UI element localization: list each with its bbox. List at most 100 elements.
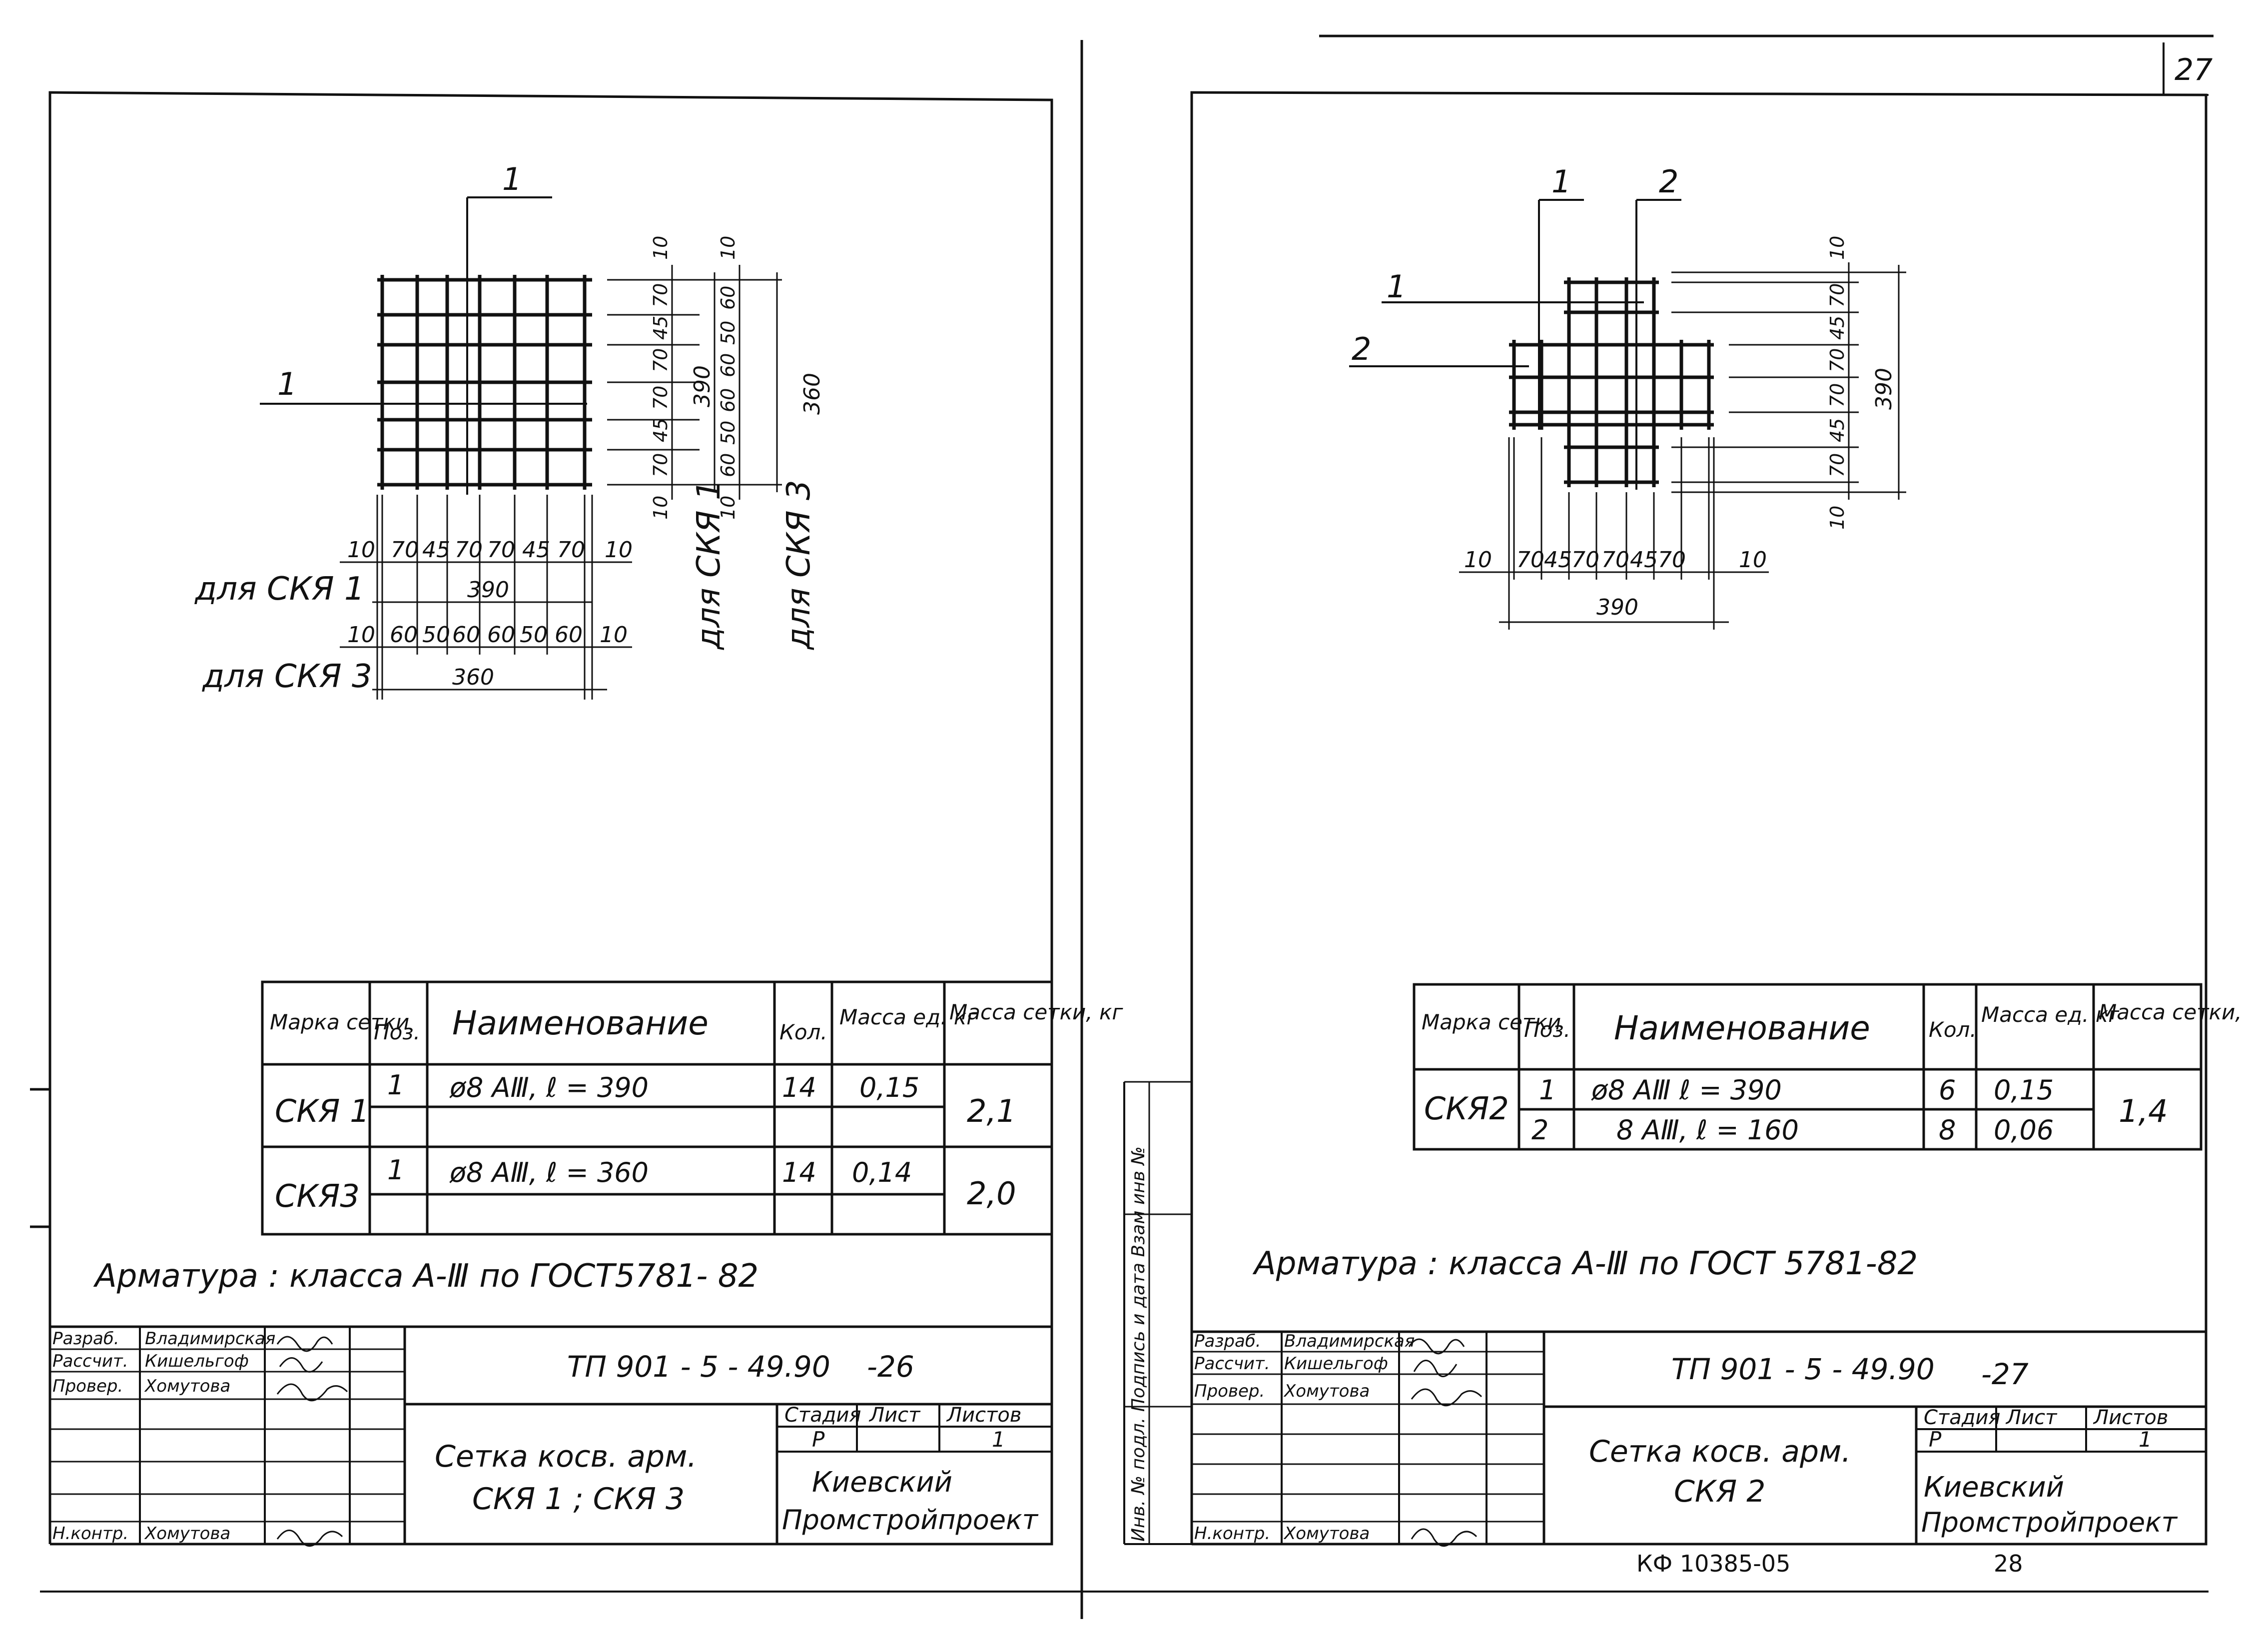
- svg-text:8 AⅢ, ℓ = 160: 8 AⅢ, ℓ = 160: [1616, 1114, 1799, 1146]
- svg-text:Р: Р: [812, 1427, 825, 1452]
- svg-text:2,1: 2,1: [967, 1093, 1016, 1129]
- svg-text:Р: Р: [1929, 1427, 1942, 1452]
- left-spec-table: [261, 980, 1053, 1236]
- svg-text:45: 45: [522, 537, 550, 563]
- svg-text:10: 10: [1826, 506, 1848, 530]
- left-sheet: 1 1 10 70 45 70 70 45 70 10: [30, 91, 1123, 1547]
- svg-text:Стадия: Стадия: [784, 1404, 861, 1427]
- svg-text:0,15: 0,15: [1994, 1074, 2054, 1106]
- svg-text:Лист: Лист: [868, 1404, 921, 1427]
- svg-text:Промстройпроект: Промстройпроект: [782, 1504, 1039, 1536]
- left-tb-title2: СКЯ 1 ; СКЯ 3: [472, 1482, 685, 1517]
- svg-text:Киевский: Киевский: [1924, 1471, 2064, 1504]
- right-note: Арматура : класса А-Ⅲ по ГОСТ 5781-82: [1252, 1245, 1918, 1282]
- right-dims-h: 10 70 45 70 70 45 70 10: [1464, 547, 1767, 573]
- svg-text:6: 6: [1939, 1074, 1956, 1106]
- left-note: Арматура : класса А-Ⅲ по ГОСТ5781- 82: [93, 1258, 758, 1295]
- svg-text:10: 10: [650, 496, 672, 520]
- svg-text:Хомутова: Хомутова: [1283, 1524, 1370, 1544]
- svg-text:45: 45: [1826, 418, 1848, 442]
- svg-text:Провер.: Провер.: [52, 1376, 123, 1396]
- right-title-block: [1192, 1330, 2206, 1547]
- bottom-code: КФ 10385-05: [1636, 1550, 1790, 1577]
- svg-text:Н.контр.: Н.контр.: [1194, 1524, 1270, 1544]
- mesh-2: [1509, 277, 1714, 487]
- svg-text:1: 1: [2139, 1427, 2152, 1452]
- page-frame-lines: [40, 34, 2214, 1619]
- right-spec-table: [1413, 983, 2203, 1151]
- left-total-360: 360: [452, 665, 494, 690]
- right-table-row-1: 1 ø8 AⅢ ℓ = 390 6 0,15: [1539, 1074, 2054, 1106]
- svg-text:Провер.: Провер.: [1194, 1381, 1265, 1401]
- left-total-390: 390: [467, 577, 509, 603]
- svg-text:Рассчит.: Рассчит.: [52, 1351, 128, 1371]
- svg-text:45: 45: [650, 418, 672, 442]
- svg-text:8: 8: [1939, 1114, 1956, 1146]
- left-title-block: [50, 1325, 1052, 1547]
- svg-text:Н.контр.: Н.контр.: [52, 1524, 128, 1544]
- left-section-mark-side: 1: [277, 366, 297, 402]
- svg-text:10: 10: [650, 236, 672, 260]
- svg-text:Листов: Листов: [946, 1404, 1021, 1427]
- left-table-headers: Марка сетки Поз. Наименование Кол. Масса…: [270, 1000, 1123, 1044]
- left-dims-v1: 10 70 45 70 70 45 70 10: [650, 236, 672, 520]
- svg-text:Листов: Листов: [2093, 1406, 2168, 1429]
- svg-text:50: 50: [520, 622, 548, 648]
- svg-text:60: 60: [555, 622, 583, 648]
- svg-text:0,15: 0,15: [859, 1072, 919, 1103]
- svg-text:50: 50: [422, 622, 450, 648]
- svg-text:Лист: Лист: [2005, 1406, 2058, 1429]
- left-table-row-1: СКЯ 1 1 ø8 AⅢ, ℓ = 390 14 0,15 2,1: [275, 1069, 1016, 1129]
- svg-text:45: 45: [1544, 547, 1572, 573]
- svg-text:70: 70: [650, 453, 672, 477]
- left-caption-1: для СКЯ 1: [194, 571, 365, 608]
- svg-text:СКЯ 1: СКЯ 1: [275, 1093, 370, 1129]
- left-bottom-dims-h: 10 60 50 60 60 50 60 10: [347, 622, 628, 648]
- svg-text:ø8 AⅢ ℓ = 390: ø8 AⅢ ℓ = 390: [1591, 1074, 1782, 1106]
- svg-text:70: 70: [650, 283, 672, 307]
- svg-text:2,0: 2,0: [967, 1175, 1016, 1212]
- svg-text:1: 1: [1539, 1074, 1556, 1106]
- right-table-row-2: 2 8 AⅢ, ℓ = 160 8 0,06: [1531, 1114, 2054, 1146]
- svg-text:10: 10: [717, 236, 739, 260]
- svg-text:10: 10: [605, 537, 633, 563]
- left-section-mark-top: 1: [502, 161, 522, 197]
- svg-text:70: 70: [1571, 547, 1599, 573]
- right-tb-title2: СКЯ 2: [1674, 1474, 1765, 1509]
- svg-text:60: 60: [717, 353, 739, 377]
- right-tb-title1: Сетка косв. арм.: [1589, 1434, 1851, 1469]
- svg-text:1: 1: [387, 1154, 404, 1186]
- svg-text:Наименование: Наименование: [452, 1004, 709, 1042]
- svg-text:45: 45: [422, 537, 450, 563]
- left-caption-3: для СКЯ 3: [202, 658, 372, 695]
- svg-text:ø8 AⅢ, ℓ = 360: ø8 AⅢ, ℓ = 360: [449, 1157, 649, 1188]
- right-mark-2-top: 2: [1659, 163, 1678, 200]
- left-vcaption-1: для СКЯ 1: [691, 480, 728, 650]
- svg-text:Хомутова: Хомутова: [144, 1524, 230, 1544]
- right-total-v: 390: [1871, 368, 1897, 410]
- left-total-v1: 390: [690, 365, 715, 407]
- svg-text:Кишельгоф: Кишельгоф: [145, 1351, 249, 1371]
- svg-text:Поз.: Поз.: [374, 1020, 420, 1044]
- svg-text:10: 10: [347, 537, 375, 563]
- svg-text:0,14: 0,14: [852, 1157, 912, 1188]
- right-table-mark: СКЯ2: [1424, 1090, 1509, 1127]
- svg-text:0,06: 0,06: [1994, 1114, 2054, 1146]
- svg-text:45: 45: [1630, 547, 1658, 573]
- svg-text:10: 10: [717, 496, 739, 520]
- svg-text:Владимирская: Владимирская: [1284, 1331, 1415, 1351]
- left-dims-v2: 10 60 50 60 60 50 60 10: [717, 236, 739, 520]
- right-mark-1-side: 1: [1387, 268, 1406, 305]
- svg-text:70: 70: [557, 537, 585, 563]
- page-number: 27: [2175, 52, 2213, 87]
- svg-text:70: 70: [391, 537, 419, 563]
- svg-text:10: 10: [600, 622, 628, 648]
- svg-text:14: 14: [782, 1072, 816, 1103]
- svg-text:Поз.: Поз.: [1524, 1017, 1570, 1042]
- right-mark-2-side: 2: [1352, 331, 1371, 367]
- svg-text:45: 45: [650, 316, 672, 340]
- svg-text:СКЯ3: СКЯ3: [275, 1178, 360, 1214]
- left-vcaption-3: для СКЯ 3: [780, 480, 817, 650]
- svg-text:2: 2: [1531, 1114, 1548, 1146]
- svg-text:70: 70: [1826, 348, 1848, 372]
